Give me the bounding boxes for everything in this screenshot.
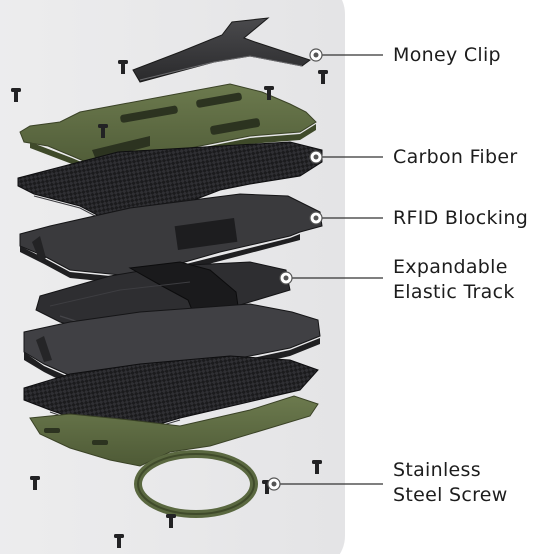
screw-icon [312, 460, 322, 474]
screw-label-line1: Stainless [393, 459, 481, 481]
callout-lines [280, 54, 383, 485]
screw-icon [98, 124, 108, 138]
target-marker-icon [279, 271, 293, 285]
screw-icon [264, 86, 274, 100]
top-frame-layer [19, 83, 317, 180]
screw-icon [118, 60, 128, 74]
carbon-fiber-label: Carbon Fiber [393, 146, 518, 168]
screw-icon [114, 534, 124, 548]
target-marker-icon [309, 48, 323, 62]
expandable-label-line1: Expandable [393, 256, 508, 278]
money-clip-layer [132, 17, 312, 83]
callout-markers [267, 48, 323, 491]
bottom-frame-layer [29, 395, 319, 518]
expandable-label-line2: Elastic Track [393, 281, 515, 303]
rfid-blocking-label: RFID Blocking [393, 207, 529, 229]
target-marker-icon [309, 150, 323, 164]
screw-icon [166, 514, 176, 528]
screw-group [11, 60, 328, 548]
screw-icon [30, 476, 40, 490]
screw-icon [318, 70, 328, 84]
money-clip-label: Money Clip [393, 44, 501, 66]
target-marker-icon [309, 211, 323, 225]
screw-icon [11, 88, 21, 102]
lower-plate-layer [23, 303, 321, 400]
target-marker-icon [267, 477, 281, 491]
screw-label-line2: Steel Screw [393, 484, 508, 506]
